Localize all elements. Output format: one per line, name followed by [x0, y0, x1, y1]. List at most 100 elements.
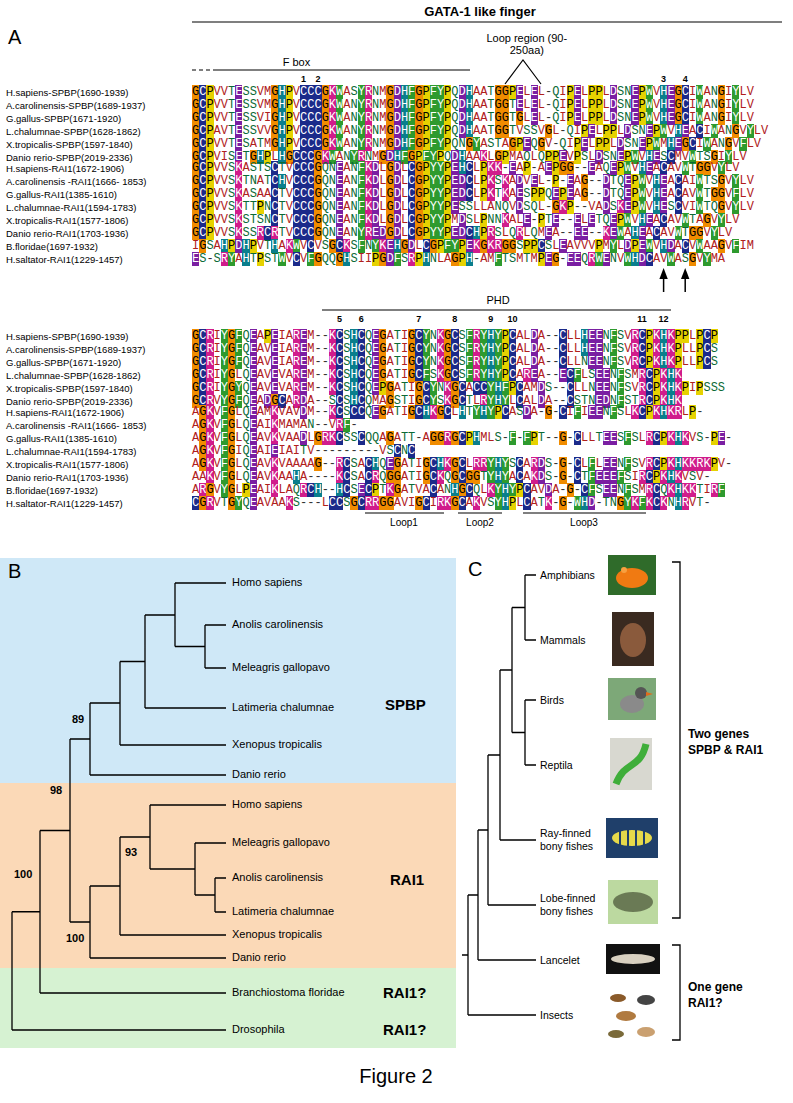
- residue: D: [531, 329, 538, 343]
- residue: P: [711, 457, 718, 471]
- residue: L: [581, 381, 588, 395]
- residue: P: [444, 213, 451, 227]
- residue: M: [631, 368, 638, 382]
- residue: L: [523, 98, 530, 112]
- residue: L: [235, 457, 242, 471]
- residue: E: [567, 174, 574, 188]
- residue: S: [631, 457, 638, 471]
- residue: A: [667, 213, 674, 227]
- residue: G: [545, 124, 552, 138]
- residue: K: [675, 368, 682, 382]
- sequence-name: H.sapiens-RAI1(1672-1906): [6, 406, 124, 419]
- residue: N: [350, 111, 357, 125]
- residue: C: [293, 226, 300, 240]
- residue: C: [703, 342, 710, 356]
- residue: G: [516, 111, 523, 125]
- residue: S: [242, 111, 249, 125]
- residue: Y: [495, 368, 502, 382]
- residue: S: [250, 111, 257, 125]
- residue: V: [257, 85, 264, 99]
- residue: T: [394, 342, 401, 356]
- residue: A: [293, 457, 300, 471]
- residue: C: [682, 111, 689, 125]
- residue: A: [703, 111, 710, 125]
- residue: G: [386, 161, 393, 175]
- residue: G: [415, 111, 422, 125]
- residue: E: [516, 187, 523, 201]
- residue: L: [538, 200, 545, 214]
- residue: Q: [451, 137, 458, 151]
- residue: S: [242, 98, 249, 112]
- residue: A: [386, 329, 393, 343]
- residue: L: [739, 98, 746, 112]
- residue: S: [386, 444, 393, 458]
- residue: A: [473, 124, 480, 138]
- residue: E: [667, 98, 674, 112]
- residue: L: [523, 85, 530, 99]
- residue: D: [394, 161, 401, 175]
- residue: G: [322, 85, 329, 99]
- residue: C: [689, 137, 696, 151]
- residue: K: [365, 187, 372, 201]
- organism-picture-part: [611, 954, 655, 964]
- organism-picture-part: [608, 678, 656, 720]
- residue: S: [610, 200, 617, 214]
- residue: V: [286, 213, 293, 227]
- residue: D: [667, 239, 674, 253]
- residue: V: [631, 213, 638, 227]
- residue: Y: [718, 161, 725, 175]
- cladogram-part: [672, 562, 680, 918]
- residue: S: [617, 329, 624, 343]
- residue: I: [415, 457, 422, 471]
- residue: D: [372, 187, 379, 201]
- residue: K: [271, 457, 278, 471]
- residue: H: [495, 457, 502, 471]
- residue: G: [415, 137, 422, 151]
- residue: F: [617, 381, 624, 395]
- residue: T: [523, 252, 530, 266]
- residue: G: [322, 111, 329, 125]
- position-number: 1: [301, 74, 306, 85]
- residue: G: [718, 85, 725, 99]
- position-number: 7: [416, 314, 421, 325]
- residue: R: [639, 381, 646, 395]
- residue: Y: [495, 355, 502, 369]
- residue: L: [682, 405, 689, 419]
- residue: F: [430, 124, 437, 138]
- residue: N: [603, 342, 610, 356]
- residue: V: [538, 124, 545, 138]
- residue: C: [336, 405, 343, 419]
- residue: A: [257, 381, 264, 395]
- residue: S: [631, 124, 638, 138]
- residue: E: [610, 213, 617, 227]
- residue: F: [502, 381, 509, 395]
- residue: A: [343, 161, 350, 175]
- residue: A: [509, 405, 516, 419]
- residue: K: [235, 226, 242, 240]
- residue: D: [394, 98, 401, 112]
- residue: I: [401, 329, 408, 343]
- residue: S: [257, 213, 264, 227]
- residue: K: [235, 213, 242, 227]
- residue: A: [386, 355, 393, 369]
- residue: T: [487, 98, 494, 112]
- residue: R: [206, 342, 213, 356]
- residue: I: [559, 111, 566, 125]
- residue: W: [682, 161, 689, 175]
- residue: -: [502, 431, 509, 445]
- residue: R: [675, 405, 682, 419]
- residue: P: [523, 161, 530, 175]
- position-number: 11: [637, 314, 647, 325]
- residue: L: [235, 470, 242, 484]
- residue: L: [538, 174, 545, 188]
- residue: T: [538, 431, 545, 445]
- residue: T: [610, 174, 617, 188]
- residue: A: [480, 124, 487, 138]
- residue: I: [559, 98, 566, 112]
- residue: N: [372, 98, 379, 112]
- residue: K: [631, 405, 638, 419]
- organism-picture-part: [606, 818, 658, 858]
- residue: N: [711, 85, 718, 99]
- residue: R: [293, 381, 300, 395]
- residue: A: [473, 111, 480, 125]
